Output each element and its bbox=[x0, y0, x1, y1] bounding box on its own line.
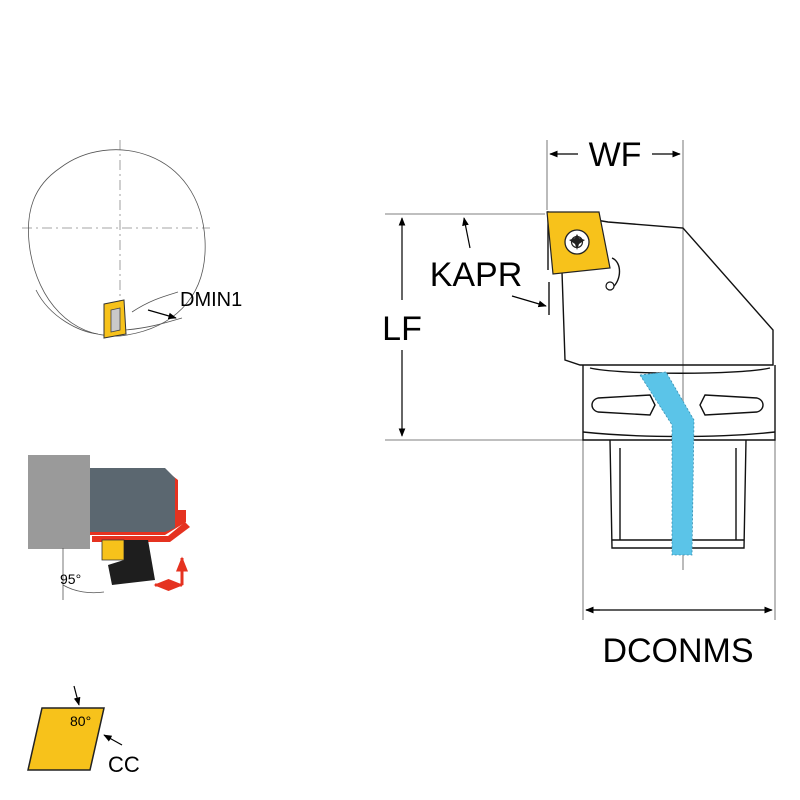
side-clamp bbox=[108, 540, 155, 585]
dmin1-leader bbox=[147, 309, 177, 320]
flange-slot-right bbox=[699, 394, 764, 416]
holder-head bbox=[90, 468, 175, 532]
cc-arrow bbox=[103, 734, 123, 746]
angle-80-label: 80° bbox=[70, 713, 91, 729]
kapr-arrow-top bbox=[462, 217, 471, 249]
dmin1-label: DMIN1 bbox=[180, 289, 242, 311]
wf-label: WF bbox=[589, 136, 642, 174]
kapr-arrow-side bbox=[511, 295, 547, 308]
bore-circle bbox=[28, 149, 206, 337]
angle-arc bbox=[62, 584, 105, 594]
side-insert bbox=[101, 539, 125, 561]
bore-insert-seat bbox=[110, 307, 121, 333]
angle-95-label: 95° bbox=[60, 571, 81, 587]
angle-80-arrow bbox=[73, 685, 81, 706]
coupling-body bbox=[28, 455, 90, 549]
lf-label: LF bbox=[382, 310, 422, 348]
kapr-label: KAPR bbox=[430, 256, 523, 294]
feed-direction-arrows-icon bbox=[153, 556, 188, 591]
holder-contour-lower bbox=[124, 317, 183, 331]
main-holder-view: WF LF KAPR DCONMS bbox=[382, 136, 776, 670]
holder-contour bbox=[131, 291, 179, 313]
bore-view: DMIN1 bbox=[22, 140, 242, 339]
torx-screw-icon bbox=[564, 229, 590, 255]
clamp-pin bbox=[605, 281, 615, 291]
bore-inner-arc bbox=[35, 289, 99, 335]
insert-shape-view: 80° CC bbox=[27, 685, 140, 777]
flange-top-curve bbox=[589, 367, 771, 374]
coolant-channel bbox=[639, 371, 695, 556]
side-view: 95° bbox=[28, 455, 190, 600]
flange-slot-left bbox=[591, 394, 656, 416]
dconms-label: DCONMS bbox=[602, 632, 753, 670]
cc-label: CC bbox=[108, 752, 140, 777]
red-contour-bottom bbox=[92, 522, 190, 542]
insert-rhombus bbox=[27, 707, 105, 771]
